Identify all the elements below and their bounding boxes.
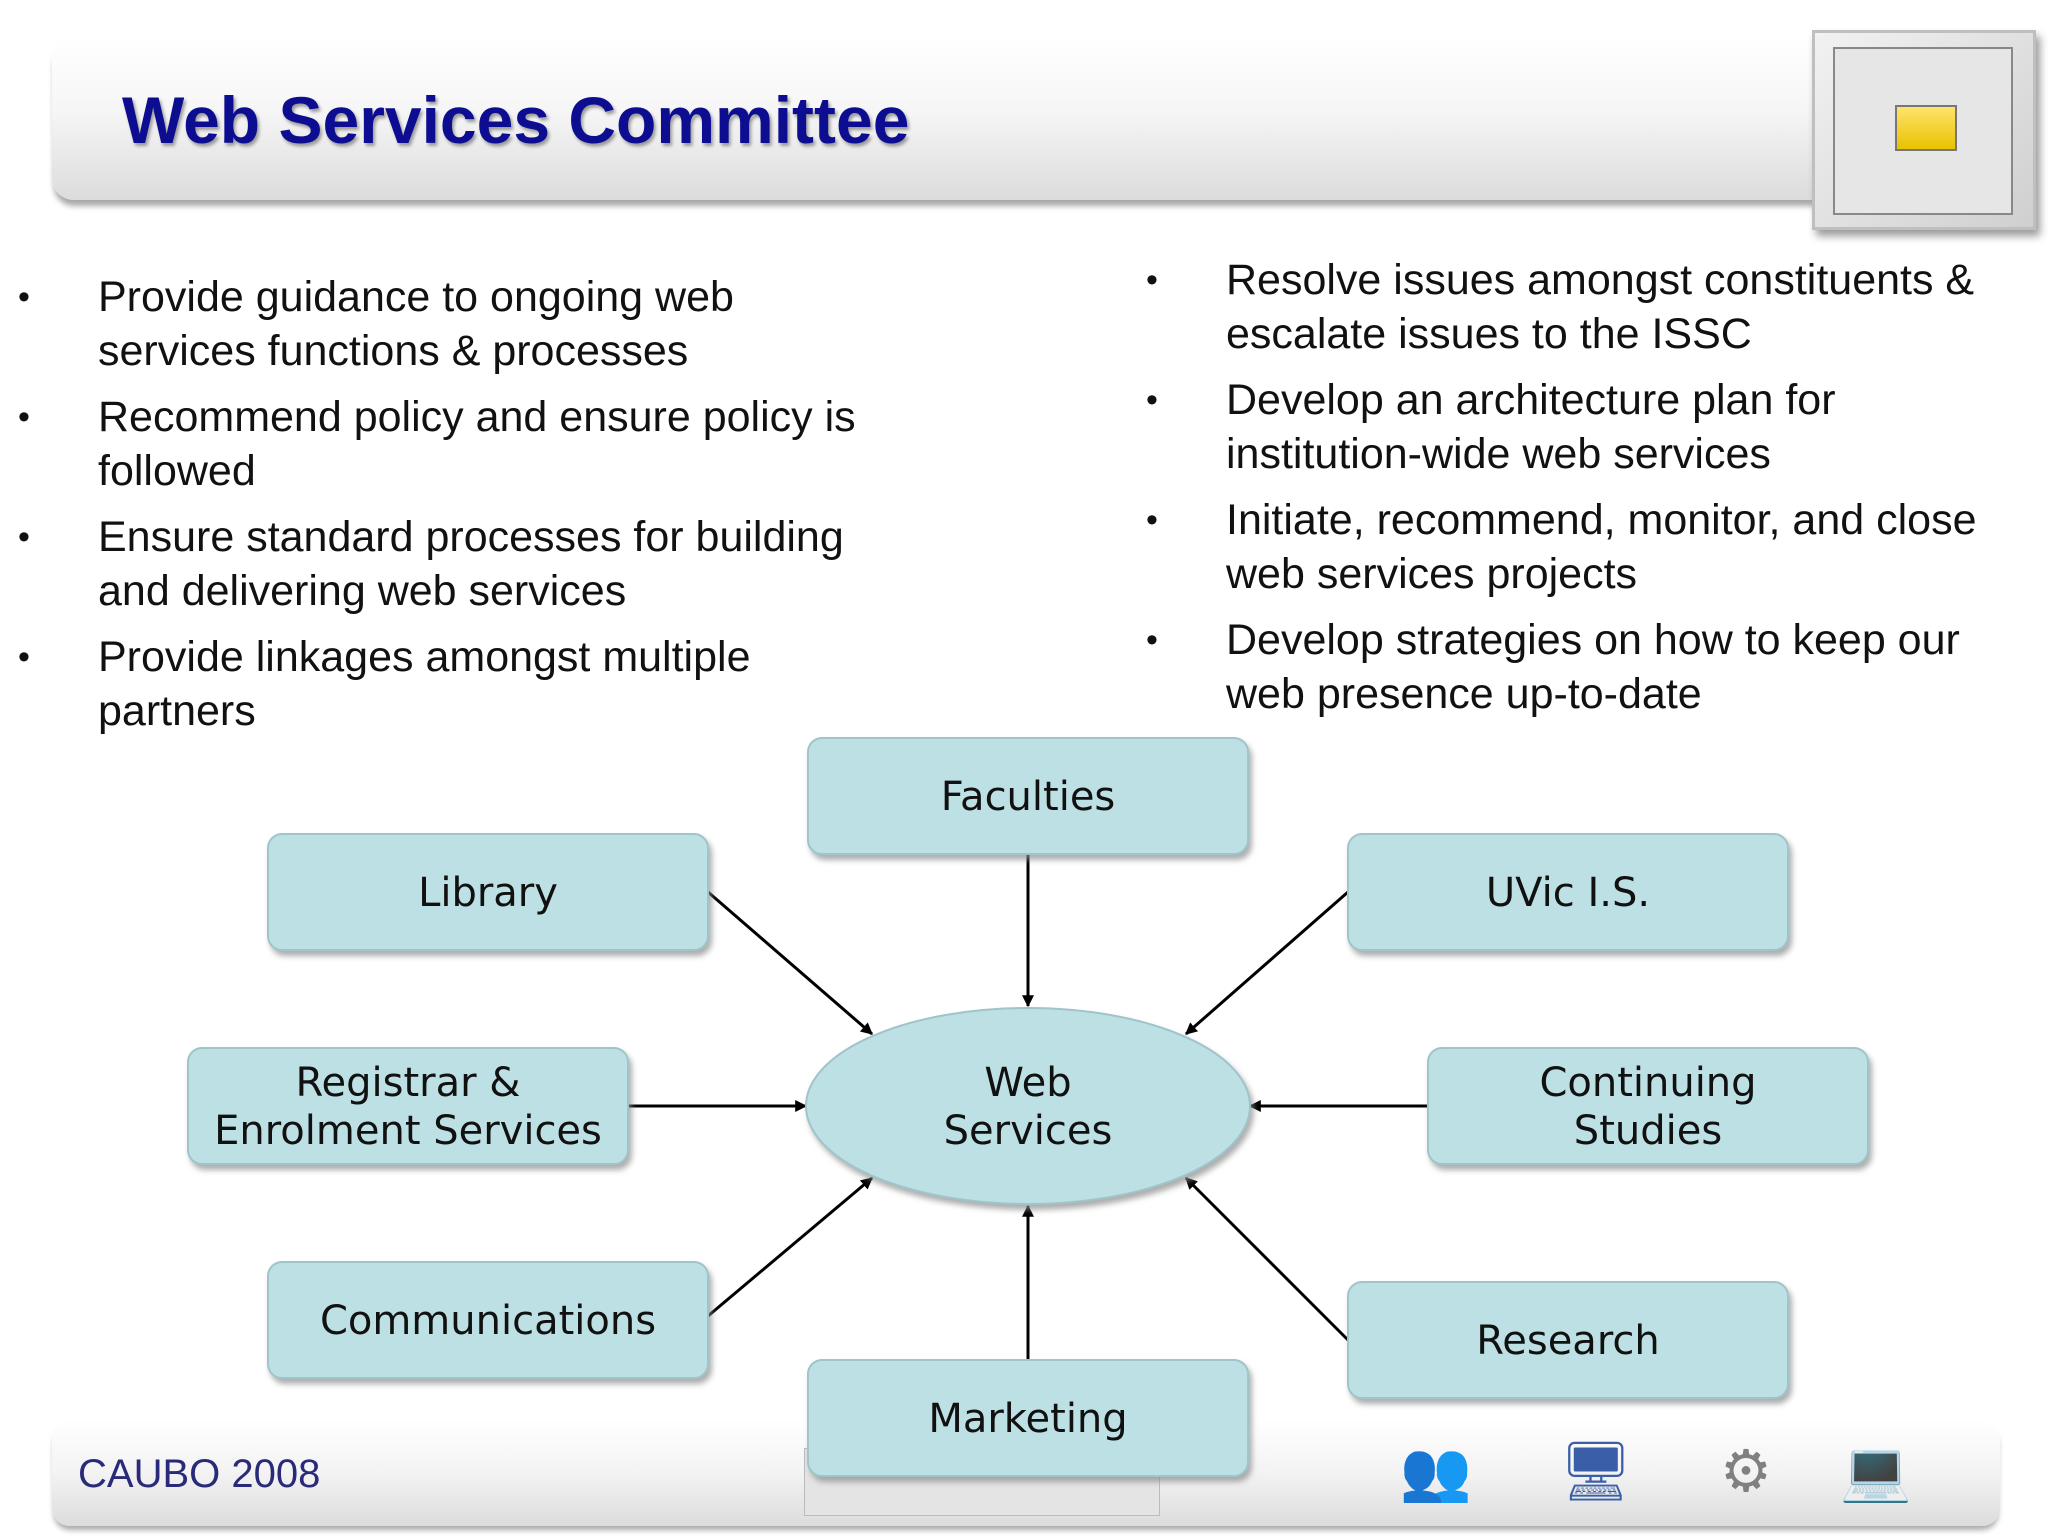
monitor-repair-icon: 🖥 [1559, 1439, 1633, 1504]
bullet-item: Develop strategies on how to keep our web… [1146, 613, 2048, 721]
arrow-communications-to-web-services [707, 1176, 873, 1318]
node-box [807, 737, 1249, 855]
node-box [1427, 1047, 1869, 1165]
node-box [1347, 1281, 1789, 1399]
page-title: Web Services Committee [122, 83, 910, 157]
node-label: Continuing [1539, 1060, 1756, 1106]
node-box [267, 833, 709, 951]
users-icon: 👥 [1399, 1439, 1473, 1504]
network-diagram-image [1812, 30, 2036, 230]
bullet-line: and delivering web services [98, 567, 627, 615]
node-faculties: Faculties [807, 737, 1249, 855]
node-label: Library [418, 870, 558, 916]
bullet-item: Provide linkages amongst multiple partner… [18, 630, 954, 738]
arrow-uvic-is-to-web-services [1185, 890, 1349, 1036]
bullet-line: escalate issues to the ISSC [1226, 310, 1752, 358]
network-diagram-frame [1833, 47, 2013, 215]
node-marketing: Marketing [807, 1359, 1249, 1477]
bullet-line: Develop strategies on how to keep our [1226, 616, 1960, 664]
bullet-line: followed [98, 447, 256, 495]
node-library: Library [267, 833, 709, 951]
screen-icon [1895, 105, 1957, 151]
bullet-line: Provide guidance to ongoing web [98, 273, 734, 321]
node-box [807, 1359, 1249, 1477]
node-label: Services [944, 1108, 1113, 1154]
arrow-research-to-web-services [1184, 1176, 1350, 1342]
gears-icon: ⚙ [1720, 1439, 1772, 1504]
title-bar [52, 36, 1842, 200]
bullet-line: web services projects [1226, 550, 1638, 598]
bullet-item: Initiate, recommend, monitor, and close w… [1146, 493, 2048, 601]
bullet-line: Resolve issues amongst constituents & [1226, 256, 1975, 304]
bullet-line: institution-wide web services [1226, 430, 1771, 478]
node-label: Communications [320, 1298, 656, 1344]
node-label: Web [984, 1060, 1071, 1106]
bullet-line: web presence up-to-date [1226, 670, 1702, 718]
bullet-line: services functions & processes [98, 327, 689, 375]
bullet-list-right: Resolve issues amongst constituents & esc… [1146, 253, 2048, 733]
node-research: Research [1347, 1281, 1789, 1399]
bullet-line: Ensure standard processes for building [98, 513, 844, 561]
node-label: Faculties [941, 774, 1116, 820]
node-box [187, 1047, 629, 1165]
footer-text: CAUBO 2008 [78, 1452, 321, 1496]
bullet-line: Recommend policy and ensure policy is [98, 393, 856, 441]
node-box [267, 1261, 709, 1379]
node-registrar: Registrar &Enrolment Services [187, 1047, 629, 1165]
bullet-line: Provide linkages amongst multiple [98, 633, 751, 681]
bullet-line: Initiate, recommend, monitor, and close [1226, 496, 1977, 544]
node-label: Enrolment Services [214, 1108, 602, 1154]
bullet-list-left: Provide guidance to ongoing web services … [18, 270, 954, 750]
bullet-item: Develop an architecture plan for institut… [1146, 373, 2048, 481]
node-box [1347, 833, 1789, 951]
bullet-item: Recommend policy and ensure policy is fol… [18, 390, 954, 498]
node-label: Registrar & [296, 1060, 521, 1106]
arrow-library-to-web-services [707, 890, 873, 1036]
center-ellipse [805, 1007, 1251, 1205]
node-label: UVic I.S. [1486, 870, 1650, 916]
node-label: Studies [1574, 1108, 1722, 1154]
bullet-line: Develop an architecture plan for [1226, 376, 1836, 424]
bullet-item: Ensure standard processes for building an… [18, 510, 954, 618]
bullet-item: Provide guidance to ongoing web services … [18, 270, 954, 378]
node-label: Research [1476, 1318, 1659, 1364]
node-uvic-is: UVic I.S. [1347, 833, 1789, 951]
bullet-item: Resolve issues amongst constituents & esc… [1146, 253, 2048, 361]
node-communications: Communications [267, 1261, 709, 1379]
node-label: Marketing [928, 1396, 1127, 1442]
bullet-line: partners [98, 687, 256, 735]
diagram-edges [628, 854, 1428, 1360]
network-computer-icon: 💻 [1839, 1439, 1913, 1504]
